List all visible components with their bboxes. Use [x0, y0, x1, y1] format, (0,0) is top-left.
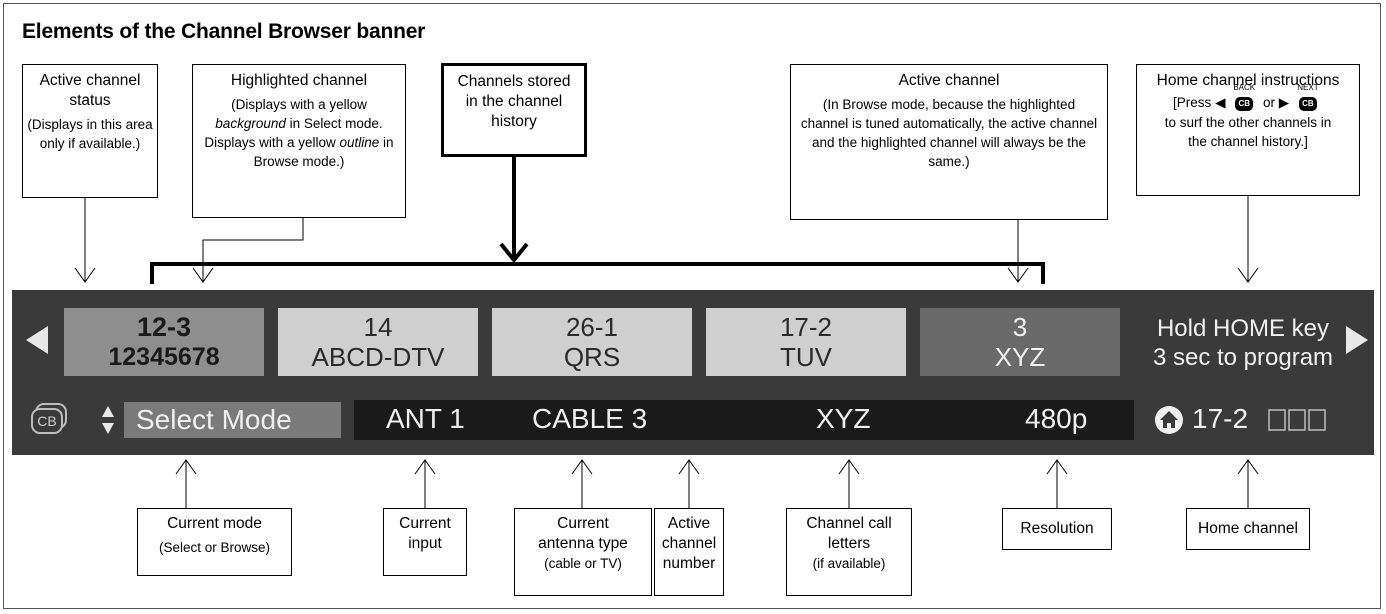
connector-lines-bottom — [175, 459, 1259, 508]
cb-next-button-icon: NEXT CB — [1293, 84, 1323, 113]
resolution: 480p — [1025, 403, 1088, 434]
callout-home-instructions: Home channel instructions [Press ◀ BACK … — [1136, 64, 1360, 196]
callout-label: Current — [399, 515, 451, 532]
note-text: [Press — [1173, 95, 1212, 110]
empty-digit-boxes — [1268, 409, 1328, 431]
home-msg-line: 3 sec to program — [1152, 344, 1334, 371]
callout-label: Home channel — [1198, 520, 1298, 537]
channel-name: ABCD-DTV — [311, 342, 445, 372]
callout-label: Channels stored in the channel history — [457, 73, 571, 130]
cb-badge: CB — [1235, 97, 1254, 112]
callout-label: Highlighted channel — [230, 72, 368, 89]
channel-name: TUV — [780, 342, 832, 372]
channel-number: 12-3 — [136, 312, 192, 342]
antenna-type: CABLE 3 — [532, 403, 648, 434]
channel-number: 26-1 — [565, 312, 619, 342]
note-text: in Select mode. Displays with a yellow — [204, 116, 383, 150]
note-emphasis: outline — [339, 135, 380, 150]
home-channel-number: 17-2 — [1192, 403, 1249, 434]
back-label: BACK — [1233, 83, 1256, 93]
scroll-right-arrow-icon[interactable] — [1346, 326, 1368, 354]
callout-resolution: Resolution — [1002, 508, 1112, 550]
channel-tile-history[interactable]: 17-2 TUV — [706, 308, 906, 376]
cb-icon: CB — [30, 403, 68, 435]
channel-tile-active[interactable]: 3 XYZ — [920, 308, 1120, 376]
callout-note: (Displays in this area only if available… — [27, 117, 153, 151]
callout-note: (Select or Browse) — [158, 540, 271, 555]
callout-label: channel — [661, 535, 717, 552]
cb-icon-label: CB — [37, 413, 57, 429]
channel-tile-highlighted[interactable]: 14 ABCD-DTV — [278, 308, 478, 376]
callout-highlighted-channel: Highlighted channel (Displays with a yel… — [192, 64, 406, 218]
channel-name: QRS — [563, 342, 621, 372]
callout-call-letters: Channel call letters (if available) — [786, 508, 912, 596]
connector-lines-top — [74, 157, 1259, 284]
current-input: ANT 1 — [386, 403, 465, 434]
callout-label: Channel call — [806, 515, 892, 532]
callout-note: (In Browse mode, because the highlighted… — [800, 97, 1098, 169]
callout-note: (if available) — [812, 556, 886, 571]
callout-label: Current mode — [167, 515, 262, 532]
callout-note: (Displays with a yellow background in Se… — [193, 95, 405, 171]
callout-label: letters — [827, 535, 871, 552]
callout-note: [Press ◀ BACK CB or ▶ NEXT CB to surf th… — [1137, 84, 1359, 151]
next-label: NEXT — [1297, 83, 1319, 93]
note-text: to surf the other channels in the channe… — [1164, 115, 1332, 150]
figure-title: Elements of the Channel Browser banner — [22, 20, 426, 43]
callout-channel-history: Channels stored in the channel history — [441, 63, 587, 157]
callout-label: input — [408, 535, 442, 552]
channel-tile-active-status[interactable]: 12-3 12345678 — [64, 308, 264, 376]
callout-label: Resolution — [1020, 520, 1094, 537]
home-hold-message: Hold HOME key 3 sec to program — [1142, 314, 1344, 372]
channel-browser-banner: 12-3 12345678 14 ABCD-DTV 26-1 QRS 17-2 … — [12, 290, 1374, 455]
home-icon — [1154, 405, 1184, 435]
note-text: or — [1263, 95, 1276, 110]
cb-back-button-icon: BACK CB — [1229, 84, 1259, 113]
callout-label: Active channel — [39, 72, 141, 89]
channel-tile-history[interactable]: 26-1 QRS — [492, 308, 692, 376]
callout-note: (cable or TV) — [544, 556, 622, 571]
callout-label: Current — [557, 515, 609, 532]
callout-label: number — [662, 555, 716, 572]
next-arrow-icon: ▶ — [1278, 95, 1290, 110]
callout-label: Active channel — [898, 72, 1000, 89]
callout-home-channel: Home channel — [1186, 508, 1310, 550]
channel-name: XYZ — [994, 342, 1046, 372]
callout-current-input: Current input — [383, 508, 467, 576]
scroll-left-arrow-icon[interactable] — [26, 326, 48, 354]
up-down-arrows-icon[interactable] — [101, 404, 115, 436]
callout-label: Home channel instructions — [1156, 72, 1340, 89]
callout-active-channel-number: Active channel number — [654, 508, 724, 596]
note-text: in Browse mode.) — [253, 135, 394, 169]
home-msg-line: Hold HOME key — [1156, 315, 1330, 342]
cb-badge: CB — [1298, 97, 1317, 112]
call-letters: XYZ — [816, 403, 871, 434]
callout-label: Active — [667, 515, 711, 532]
callout-antenna-type: Current antenna type (cable or TV) — [514, 508, 652, 596]
callout-active-channel-status: Active channel status (Displays in this … — [22, 64, 158, 198]
channel-number: 3 — [1012, 312, 1028, 342]
figure-frame — [3, 3, 1381, 609]
callout-label: status — [69, 92, 111, 109]
note-text: (Displays with a yellow — [231, 97, 367, 112]
back-arrow-icon: ◀ — [1215, 95, 1226, 110]
callout-current-mode: Current mode (Select or Browse) — [137, 508, 292, 576]
mode-indicator[interactable]: Select Mode — [124, 402, 341, 438]
channel-name: 12345678 — [108, 343, 220, 371]
callout-active-channel: Active channel (In Browse mode, because … — [790, 64, 1108, 220]
note-emphasis: background — [215, 116, 286, 131]
channel-number: 14 — [363, 312, 393, 342]
channel-number: 17-2 — [779, 312, 833, 342]
channel-info-strip — [354, 400, 1134, 440]
callout-label: antenna type — [538, 535, 628, 552]
